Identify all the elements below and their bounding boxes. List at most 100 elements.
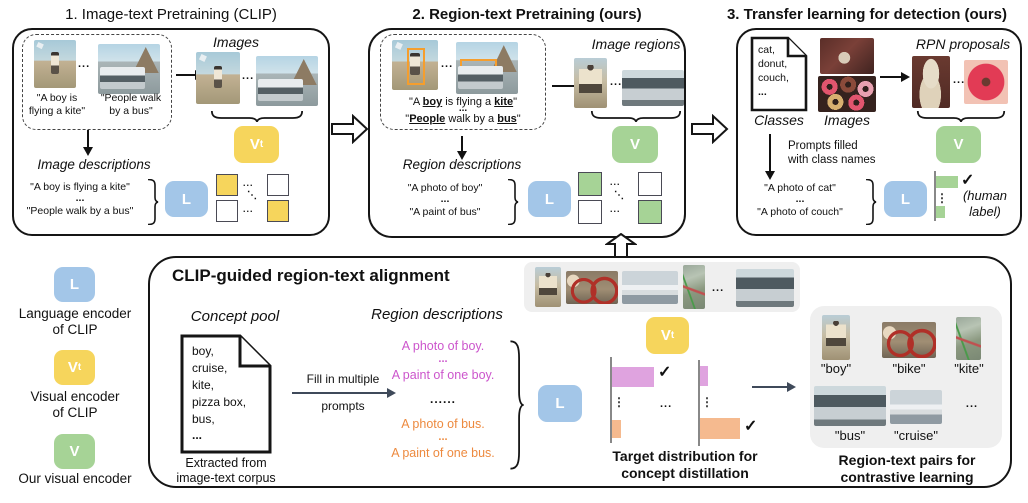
pair-crop-bus (814, 386, 886, 426)
photo-boy-kite-beach (34, 40, 76, 88)
concept-line: kite, (192, 378, 215, 392)
block-arrow-right-icon (331, 114, 369, 144)
v-label: V (953, 136, 964, 153)
v-label: V (629, 136, 640, 153)
similarity-cell (216, 200, 238, 222)
cap-keyword: kite (494, 96, 514, 108)
extracted-note-line2: image-text corpus (176, 471, 276, 485)
curly-brace (508, 340, 524, 470)
pairs-caption-line1: Region-text pairs for (838, 452, 976, 468)
arrow-to-descriptions (82, 130, 93, 156)
matrix-dots-h: ... (243, 204, 254, 214)
pink-prompt-line: A photo of boy. (401, 339, 485, 353)
l-label: L (181, 190, 192, 208)
description-line: "A boy is flying a kite" (30, 181, 130, 193)
similarity-cell (638, 172, 662, 196)
prompt-line: "A photo of couch" (757, 206, 843, 218)
pair-label: "cruise" (894, 428, 938, 443)
legend-language-line2: of CLIP (52, 322, 98, 337)
l-label: L (900, 190, 911, 208)
vt-label: V (660, 327, 671, 344)
arrow-to-descriptions (456, 136, 467, 160)
images-label: Images (824, 112, 870, 128)
vt-sub: t (77, 361, 82, 373)
photo-bus-street (456, 42, 518, 94)
arrow-to-prompts (764, 134, 775, 180)
strip-crop-kite (683, 265, 705, 309)
caption-people-bus: "People walk by a bus" (382, 113, 544, 126)
language-encoder-badge: L (528, 181, 571, 217)
pink-prompt-line: A paint of one boy. (391, 368, 495, 382)
caption-boy-kite: "A boy is flying a kite" (382, 96, 544, 109)
vt-sub: t (259, 138, 264, 150)
caption-boy-kite-line2: flying a kite" (28, 105, 86, 117)
checkmark-icon: ✓ (744, 418, 758, 435)
checkmark-icon: ✓ (658, 364, 672, 381)
legend-visual-line1: Visual encoder (30, 389, 120, 404)
cap-seg: is flying a (442, 96, 495, 108)
pink-bar-large (612, 367, 654, 387)
images-label: Images (213, 34, 259, 50)
ellipsis: ... (660, 398, 673, 410)
panel3-title: 3. Transfer learning for detection (ours… (726, 6, 1008, 23)
ellipsis: ... (78, 58, 91, 70)
ellipsis: ... (610, 76, 623, 88)
photo-bus-street (98, 44, 160, 94)
region-descriptions-label: Region descriptions (402, 157, 522, 172)
orange-prompt-line: A paint of one bus. (391, 446, 495, 460)
l-label: L (69, 276, 80, 293)
pink-bar-small (700, 366, 708, 386)
matrix-dots-diag: ⋱ (614, 190, 625, 201)
curly-brace (146, 179, 159, 225)
cap-keyword: boy (422, 96, 443, 108)
fill-prompts-line1: Fill in multiple (306, 372, 380, 386)
proposal-crop-donut (964, 60, 1008, 104)
panel2-title: 2. Region-text Pretraining (ours) (412, 6, 642, 23)
pair-crop-cruise (890, 390, 942, 424)
vt-sub: t (670, 329, 675, 341)
concept-pool-label: Concept pool (190, 308, 280, 325)
distribution-axis (698, 360, 700, 446)
description-ellipsis: ... (75, 192, 85, 204)
curly-brace (864, 179, 877, 225)
language-encoder-badge: L (884, 181, 927, 217)
matrix-dots-h: ... (243, 178, 254, 188)
pair-label: "bus" (834, 428, 866, 443)
prompt-line: "A photo of cat" (764, 182, 836, 194)
description-line: "A photo of boy" (407, 182, 483, 194)
language-encoder-badge: L (538, 385, 582, 422)
caption-boy-kite-line1: "A boy is (36, 92, 78, 104)
cap-seg: " (516, 113, 521, 125)
ellipsis: ... (965, 398, 979, 410)
panel2-region-text-box (380, 34, 546, 130)
pair-crop-bike (882, 322, 936, 358)
rpn-proposals-label: RPN proposals (915, 36, 1011, 52)
pairs-caption-line2: contrastive learning (840, 469, 974, 485)
arrow-to-pairs (752, 382, 796, 391)
similarity-cell (578, 200, 602, 224)
ellipsis: ... (953, 74, 966, 86)
classes-label: Classes (754, 112, 804, 128)
similarity-cell-match (216, 174, 238, 196)
legend-language-encoder-badge: L (54, 267, 95, 302)
photo-bus-street (256, 56, 318, 106)
checkmark-icon: ✓ (961, 172, 975, 189)
photo-donuts (818, 76, 876, 112)
description-line: "A paint of bus" (409, 206, 481, 218)
score-bar-couch (936, 206, 945, 218)
strip-crop-bike (566, 271, 618, 304)
concept-line: bus, (192, 412, 215, 426)
description-ellipsis: ... (440, 193, 450, 205)
cap-keyword: bus (497, 113, 517, 125)
prompt-note-line1: Prompts filled (788, 140, 858, 152)
ellipsis: ... (242, 70, 255, 82)
similarity-cell-match (267, 200, 289, 222)
pair-label: "bike" (892, 361, 926, 376)
legend-visual-line2: of CLIP (52, 405, 98, 420)
vertical-dots: ⋮ (701, 395, 713, 409)
matrix-dots-h: ... (610, 204, 621, 214)
orange-prompt-line: A photo of bus. (401, 417, 485, 431)
concept-line: ... (192, 428, 203, 442)
